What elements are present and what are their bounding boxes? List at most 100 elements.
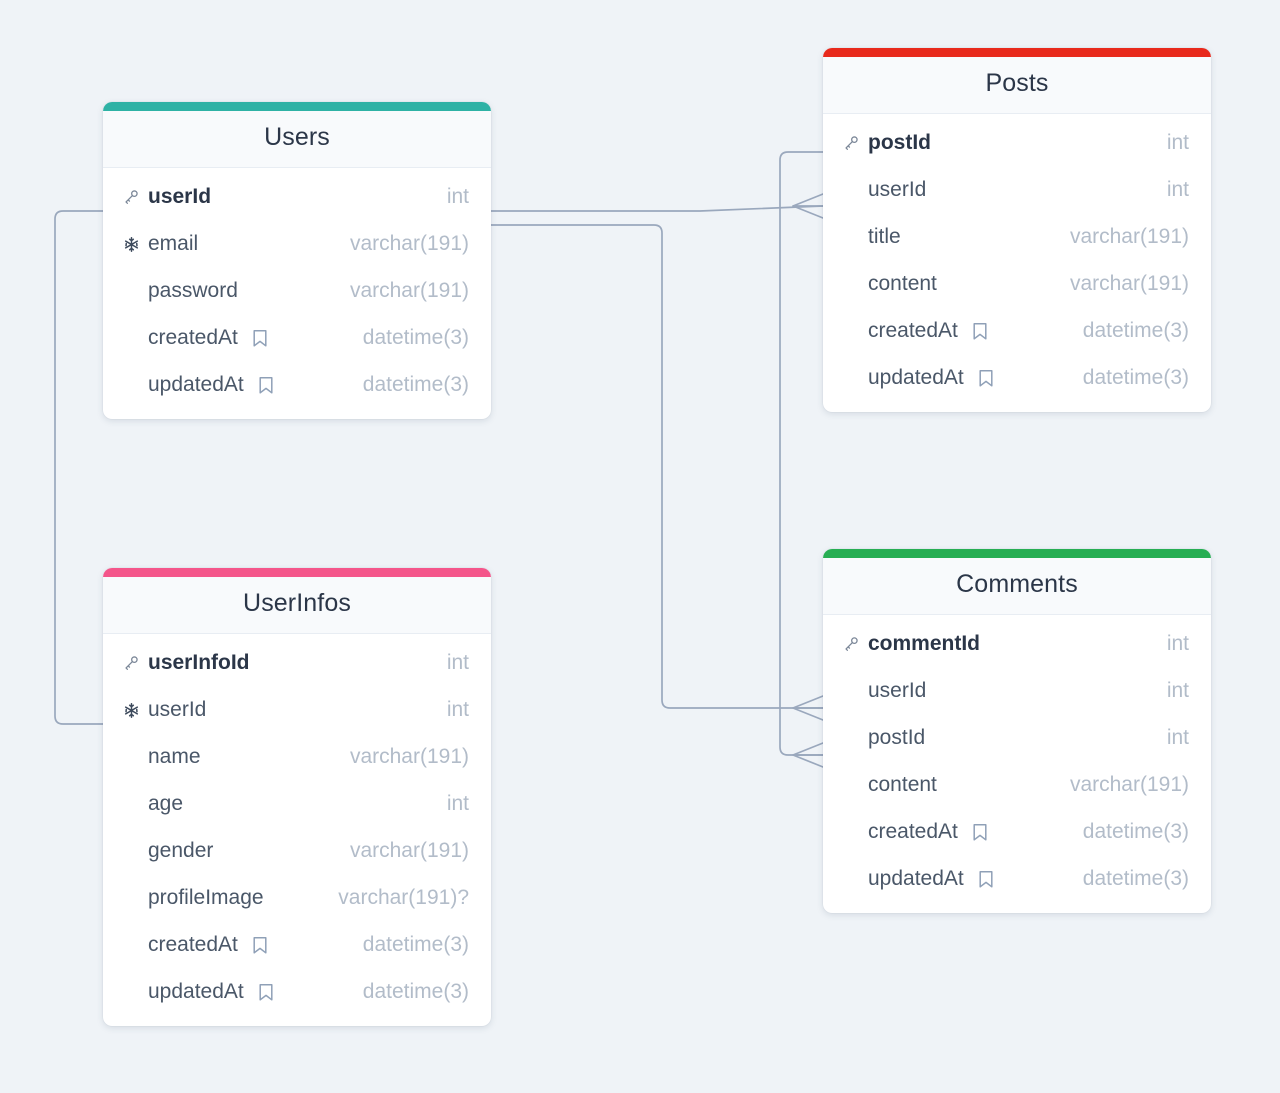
field-name: userId [148, 698, 207, 721]
field-name: commentId [868, 632, 981, 655]
field-type: datetime(3) [1082, 319, 1189, 342]
no-marker [841, 775, 861, 795]
field-row-comments-userid[interactable]: userId int [823, 668, 1211, 715]
field-type: int [1166, 679, 1189, 702]
field-row-posts-content[interactable]: content varchar(191) [823, 261, 1211, 308]
field-row-comments-updatedat[interactable]: updatedAt datetime(3) [823, 856, 1211, 903]
bookmark-icon [978, 870, 994, 889]
table-title-posts: Posts [985, 69, 1049, 97]
field-type: datetime(3) [1082, 820, 1189, 843]
relation-users-posts [490, 205, 824, 212]
field-row-comments-commentid[interactable]: commentId int [823, 621, 1211, 668]
snowflake-icon [121, 700, 141, 720]
no-marker [841, 180, 861, 200]
field-name: name [148, 745, 201, 768]
table-header-comments[interactable]: Comments [823, 558, 1211, 615]
field-row-posts-title[interactable]: title varchar(191) [823, 214, 1211, 261]
field-row-userinfos-profileimage[interactable]: profileImage varchar(191)? [103, 875, 491, 922]
field-row-userinfos-createdat[interactable]: createdAt datetime(3) [103, 922, 491, 969]
relation-users-comments [490, 224, 824, 709]
field-row-users-updatedat[interactable]: updatedAt datetime(3) [103, 362, 491, 409]
field-row-users-password[interactable]: password varchar(191) [103, 268, 491, 315]
snowflake-icon [121, 234, 141, 254]
field-row-userinfos-gender[interactable]: gender varchar(191) [103, 828, 491, 875]
table-header-users[interactable]: Users [103, 111, 491, 168]
table-accent-bar-users [103, 102, 491, 111]
table-card-users[interactable]: Users userId int [103, 102, 491, 419]
table-title-users: Users [264, 123, 330, 151]
crowfoot-comments-postid [792, 742, 824, 768]
table-header-userinfos[interactable]: UserInfos [103, 577, 491, 634]
field-type: int [446, 651, 469, 674]
table-accent-bar-userinfos [103, 568, 491, 577]
field-name: userId [868, 679, 927, 702]
field-type: varchar(191) [349, 839, 469, 862]
field-name: updatedAt [868, 366, 964, 389]
field-list-posts: postId int userId int title varchar(191) [823, 114, 1211, 412]
field-row-users-email[interactable]: email varchar(191) [103, 221, 491, 268]
field-row-posts-userid[interactable]: userId int [823, 167, 1211, 214]
field-row-posts-createdat[interactable]: createdAt datetime(3) [823, 308, 1211, 355]
field-type: varchar(191) [349, 279, 469, 302]
field-name: userId [148, 185, 212, 208]
field-row-comments-postid[interactable]: postId int [823, 715, 1211, 762]
field-row-users-createdat[interactable]: createdAt datetime(3) [103, 315, 491, 362]
bookmark-icon [258, 376, 274, 395]
field-list-userinfos: userInfoId int userId int [103, 634, 491, 1026]
field-type: datetime(3) [362, 933, 469, 956]
field-row-users-userid[interactable]: userId int [103, 174, 491, 221]
field-list-comments: commentId int userId int postId int [823, 615, 1211, 913]
field-row-userinfos-age[interactable]: age int [103, 781, 491, 828]
field-row-posts-updatedat[interactable]: updatedAt datetime(3) [823, 355, 1211, 402]
field-type: datetime(3) [1082, 366, 1189, 389]
field-type: varchar(191) [1069, 225, 1189, 248]
field-name: createdAt [148, 326, 238, 349]
field-name: updatedAt [148, 373, 244, 396]
field-name: createdAt [148, 933, 238, 956]
field-type: int [1166, 131, 1189, 154]
field-row-userinfos-userinfoid[interactable]: userInfoId int [103, 640, 491, 687]
bookmark-icon [978, 369, 994, 388]
no-marker [121, 935, 141, 955]
no-marker [841, 274, 861, 294]
field-type: int [1166, 726, 1189, 749]
field-row-userinfos-userid[interactable]: userId int [103, 687, 491, 734]
field-name: title [868, 225, 901, 248]
bookmark-icon [252, 936, 268, 955]
key-icon [121, 653, 141, 673]
key-icon [841, 133, 861, 153]
field-name: content [868, 272, 937, 295]
no-marker [121, 982, 141, 1002]
field-row-userinfos-updatedat[interactable]: updatedAt datetime(3) [103, 969, 491, 1016]
field-row-posts-postid[interactable]: postId int [823, 120, 1211, 167]
field-row-comments-content[interactable]: content varchar(191) [823, 762, 1211, 809]
no-marker [841, 822, 861, 842]
field-type: varchar(191) [349, 232, 469, 255]
field-name: postId [868, 131, 931, 154]
field-list-users: userId int email varchar(191) [103, 168, 491, 419]
field-name: updatedAt [868, 867, 964, 890]
no-marker [121, 328, 141, 348]
field-type: int [446, 698, 469, 721]
field-name: email [148, 232, 199, 255]
no-marker [121, 375, 141, 395]
no-marker [841, 227, 861, 247]
no-marker [841, 321, 861, 341]
field-type: int [446, 185, 469, 208]
field-name: updatedAt [148, 980, 244, 1003]
no-marker [841, 728, 861, 748]
table-card-userinfos[interactable]: UserInfos userInfoId int [103, 568, 491, 1026]
bookmark-icon [972, 823, 988, 842]
table-card-comments[interactable]: Comments commentId int [823, 549, 1211, 913]
field-type: varchar(191)? [338, 886, 469, 909]
table-header-posts[interactable]: Posts [823, 57, 1211, 114]
field-type: varchar(191) [349, 745, 469, 768]
no-marker [121, 281, 141, 301]
no-marker [121, 888, 141, 908]
field-type: int [446, 792, 469, 815]
table-card-posts[interactable]: Posts postId int userId [823, 48, 1211, 412]
field-row-userinfos-name[interactable]: name varchar(191) [103, 734, 491, 781]
table-accent-bar-comments [823, 549, 1211, 558]
field-row-comments-createdat[interactable]: createdAt datetime(3) [823, 809, 1211, 856]
